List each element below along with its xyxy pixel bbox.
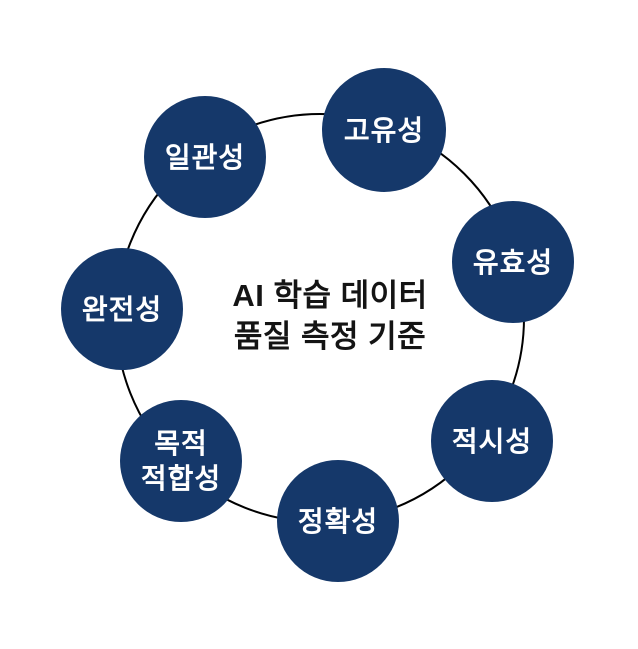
node-validity: 유효성: [452, 201, 574, 323]
node-label: 목적: [154, 428, 208, 459]
node-label: 적시성: [451, 425, 533, 457]
node-uniqueness: 고유성: [322, 68, 446, 192]
node-consistency: 일관성: [144, 96, 266, 218]
diagram-title-line-1: AI 학습 데이터: [232, 278, 428, 313]
node-label: 고유성: [343, 114, 425, 146]
node-label: 정확성: [297, 505, 379, 537]
diagram-title: AI 학습 데이터 품질 측정 기준: [160, 276, 500, 358]
diagram-title-line-2: 품질 측정 기준: [233, 318, 427, 354]
node-label: 일관성: [164, 141, 246, 173]
node-label: 완전성: [81, 293, 163, 325]
node-timeliness: 적시성: [431, 380, 553, 502]
node-purpose-suitability: 목적 적합성: [120, 400, 242, 522]
node-accuracy: 정확성: [277, 460, 399, 582]
node-label: 유효성: [472, 246, 554, 278]
node-label: 적합성: [140, 463, 222, 494]
node-completeness: 완전성: [61, 248, 183, 370]
